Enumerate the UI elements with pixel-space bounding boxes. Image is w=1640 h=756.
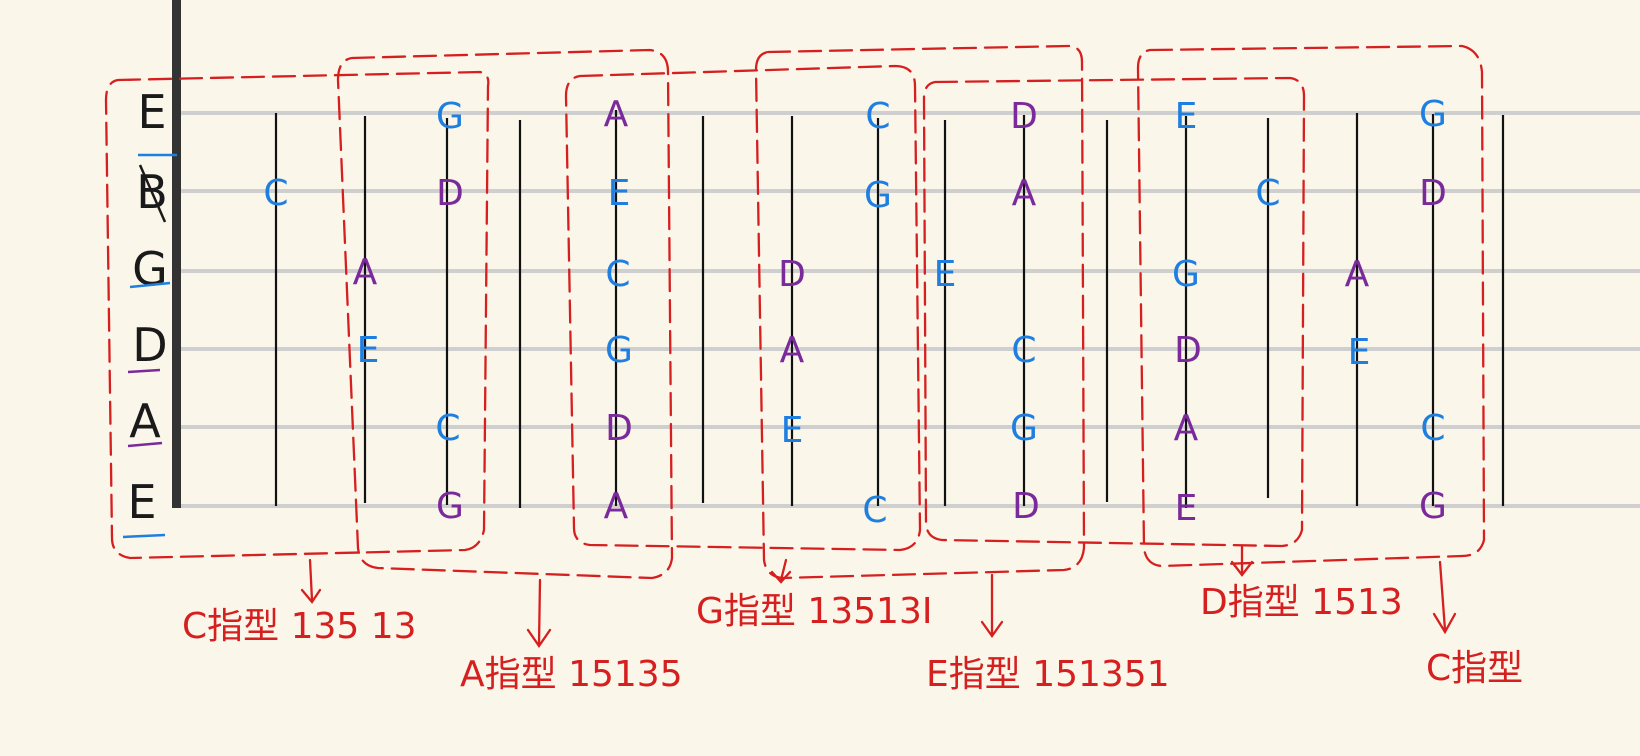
string-label-3-underline [129, 281, 171, 289]
string-label-5: A [129, 394, 161, 448]
note-e-s4-f3: E [357, 330, 380, 371]
shape-region-a [336, 48, 674, 580]
string-lines [175, 111, 1640, 508]
note-g-s4-f6: G [605, 330, 633, 371]
nut [172, 0, 181, 508]
note-c-s6-f9: C [862, 490, 887, 531]
string-labels: E B G D A E [122, 85, 177, 539]
note-a-s1-f6: A [604, 94, 629, 135]
shape-region-e [922, 76, 1306, 548]
shape-label-e: E指型 151351 [926, 654, 1170, 695]
shape-region-g-outer [564, 64, 922, 552]
shape-label-d: D指型 1513 [1200, 582, 1403, 623]
note-c-s4-f11: C [1011, 330, 1036, 371]
note-e-s2-f6: E [608, 173, 631, 214]
note-d-s3-f8: D [778, 254, 806, 295]
note-d-s2-f4: D [436, 173, 464, 214]
note-g-s2-f9: G [864, 175, 892, 216]
note-c-s3-f6: C [605, 254, 630, 295]
note-a-s2-f11: A [1012, 173, 1037, 214]
shape-label-g: G指型 13513I [696, 591, 932, 632]
string-label-3: G [132, 242, 168, 296]
arrow-c-shape [300, 558, 322, 604]
note-c-s2-f14: C [1255, 173, 1280, 214]
note-c-s2-f1: C [263, 173, 288, 214]
shape-label-a: A指型 15135 [460, 654, 683, 695]
arrow-e-shape [980, 573, 1004, 638]
note-c-s5-f4: C [435, 408, 460, 449]
shape-regions [104, 44, 1486, 580]
arrow-g-shape [770, 558, 792, 584]
note-g-s3-f13: G [1172, 254, 1200, 295]
note-e-s4-f15: E [1348, 332, 1371, 373]
note-a-s4-f8: A [780, 330, 805, 371]
notes: G C D A E C G A E C G D A D A E C G C E … [263, 94, 1447, 531]
string-label-1: E [137, 85, 166, 139]
string-label-2-strike [138, 164, 167, 223]
note-g-s5-f11: G [1010, 408, 1038, 449]
shape-label-c: C指型 135 13 [182, 606, 417, 647]
note-d-s5-f6: D [605, 408, 633, 449]
note-d-s6-f11: D [1012, 486, 1040, 527]
string-label-5-underline [127, 441, 163, 448]
note-a-s5-f13: A [1174, 408, 1199, 449]
arrow-a-shape [526, 578, 552, 649]
shape-region-c-1 [104, 70, 490, 560]
note-e-s6-f13: E [1175, 488, 1198, 529]
string-label-6-underline [122, 533, 166, 539]
note-a-s6-f6: A [604, 486, 629, 527]
note-c-s1-f9: C [865, 96, 890, 137]
note-e-s1-f13: E [1175, 96, 1198, 137]
note-g-s6-f16: G [1419, 486, 1447, 527]
string-label-4: D [132, 318, 167, 372]
shape-label-c2: C指型 [1426, 648, 1523, 689]
note-d-s2-f16: D [1419, 173, 1447, 214]
string-label-6: E [127, 475, 156, 529]
note-g-s6-f4: G [436, 486, 464, 527]
shape-labels: C指型 135 13 A指型 15135 G指型 13513I E指型 1513… [182, 582, 1523, 695]
note-e-s5-f8: E [781, 410, 804, 451]
shape-region-d [1136, 44, 1486, 568]
note-a-s3-f15: A [1345, 254, 1370, 295]
note-e-s3-f10: E [934, 254, 957, 295]
note-g-s1-f4: G [436, 96, 464, 137]
note-c-s5-f16: C [1420, 408, 1445, 449]
shape-region-g [754, 44, 1086, 580]
arrow-c2-shape [1432, 560, 1457, 635]
string-label-4-underline [127, 368, 161, 374]
arrows [300, 544, 1457, 649]
fret-lines [274, 110, 1505, 508]
note-d-s1-f11: D [1010, 96, 1038, 137]
note-d-s4-f13: D [1174, 330, 1202, 371]
note-g-s1-f16: G [1419, 94, 1447, 135]
note-a-s3-f3: A [353, 252, 378, 293]
arrow-d-shape [1230, 544, 1254, 577]
